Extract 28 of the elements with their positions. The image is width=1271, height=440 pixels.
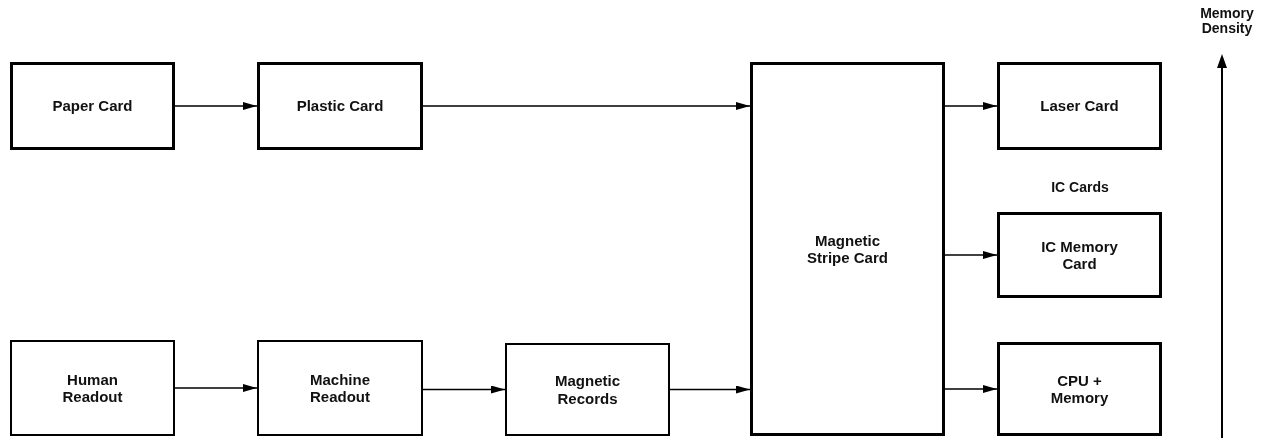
- arrow: [174, 384, 258, 392]
- arrow: [944, 385, 998, 393]
- process-box: [10, 340, 175, 436]
- process-box: [997, 212, 1162, 298]
- process-box: [997, 62, 1162, 150]
- group-label: IC Cards: [1050, 180, 1110, 196]
- arrow: [669, 385, 751, 394]
- process-box: [750, 62, 945, 436]
- box-label: Laser Card: [1040, 97, 1119, 115]
- arrow: [422, 102, 751, 110]
- box-label: Paper Card: [52, 97, 133, 115]
- arrow: [422, 385, 506, 394]
- process-box: [257, 62, 423, 150]
- process-box: [10, 62, 175, 150]
- box-label: Human Readout: [61, 370, 124, 406]
- box-label: Magnetic Stripe Card: [806, 231, 889, 267]
- box-label: Machine Readout: [309, 370, 371, 406]
- box-label: Plastic Card: [296, 97, 384, 115]
- box-label: Magnetic Records: [554, 372, 621, 407]
- arrow: [944, 102, 998, 110]
- arrow: [174, 102, 258, 110]
- arrow: [944, 251, 998, 259]
- process-box: [505, 343, 670, 436]
- box-label: CPU + Memory: [1049, 371, 1110, 407]
- process-box: [997, 342, 1162, 436]
- process-box: [257, 340, 423, 436]
- box-label: IC Memory Card: [1040, 237, 1119, 273]
- axis-label: Memory Density: [1199, 6, 1255, 37]
